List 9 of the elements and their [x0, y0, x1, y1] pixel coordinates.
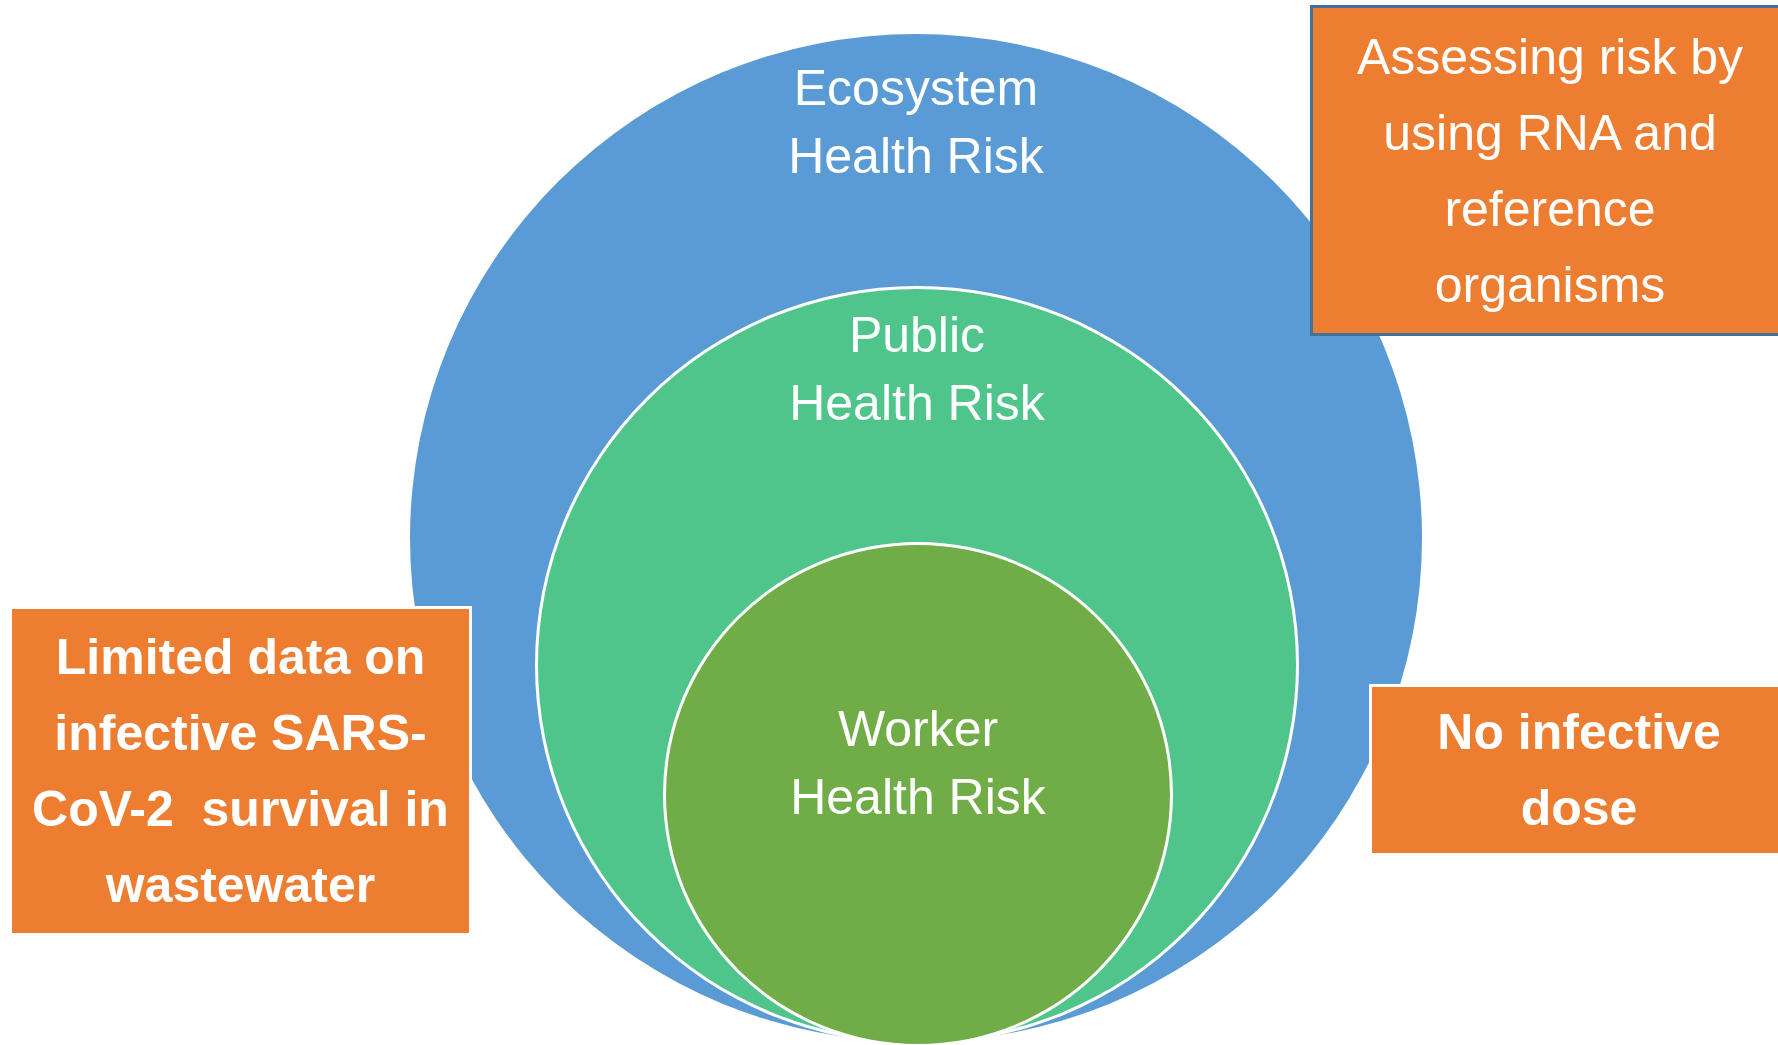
- note-text: No infective dose: [1436, 703, 1722, 838]
- note-box: [1310, 5, 1778, 336]
- note-box: [9, 606, 472, 936]
- circle-label: Worker Health Risk: [789, 700, 1047, 827]
- circle-label: Public Health Risk: [788, 306, 1046, 433]
- note-text: Assessing risk by using RNA and reference organisms: [1355, 27, 1745, 315]
- note-box: [1369, 684, 1778, 856]
- note-text: Limited data on infective SARS-CoV-2 survival in wastewater: [31, 628, 450, 915]
- circle-label: Ecosystem Health Risk: [787, 59, 1045, 186]
